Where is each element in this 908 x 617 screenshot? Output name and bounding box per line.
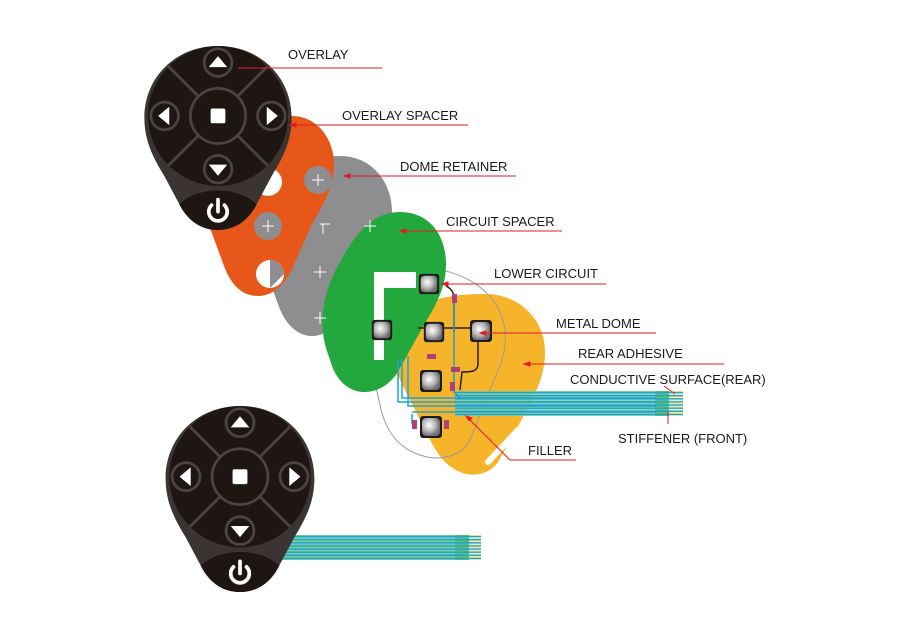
metal-dome <box>418 273 440 295</box>
leader-lines <box>238 67 724 461</box>
metal-dome <box>423 321 445 343</box>
registration-marks <box>262 174 376 324</box>
metal-dome <box>420 416 442 438</box>
assembled-keypad <box>163 406 481 592</box>
label-circuit-spacer: CIRCUIT SPACER <box>446 214 555 229</box>
metal-dome <box>420 370 442 392</box>
label-rear-adhesive: REAR ADHESIVE <box>578 346 683 361</box>
label-dome-retainer: DOME RETAINER <box>400 159 507 174</box>
circuit-spacer-layer <box>322 212 446 392</box>
label-filler: FILLER <box>528 443 572 458</box>
metal-dome <box>470 320 492 342</box>
label-overlay: OVERLAY <box>288 47 349 62</box>
label-conductive-surface: CONDUCTIVE SURFACE(REAR) <box>570 372 766 387</box>
label-lower-circuit: LOWER CIRCUIT <box>494 266 598 281</box>
label-stiffener: STIFFENER (FRONT) <box>618 431 747 446</box>
label-overlay-spacer: OVERLAY SPACER <box>342 108 458 123</box>
label-metal-dome: METAL DOME <box>556 316 641 331</box>
metal-dome <box>371 319 393 341</box>
